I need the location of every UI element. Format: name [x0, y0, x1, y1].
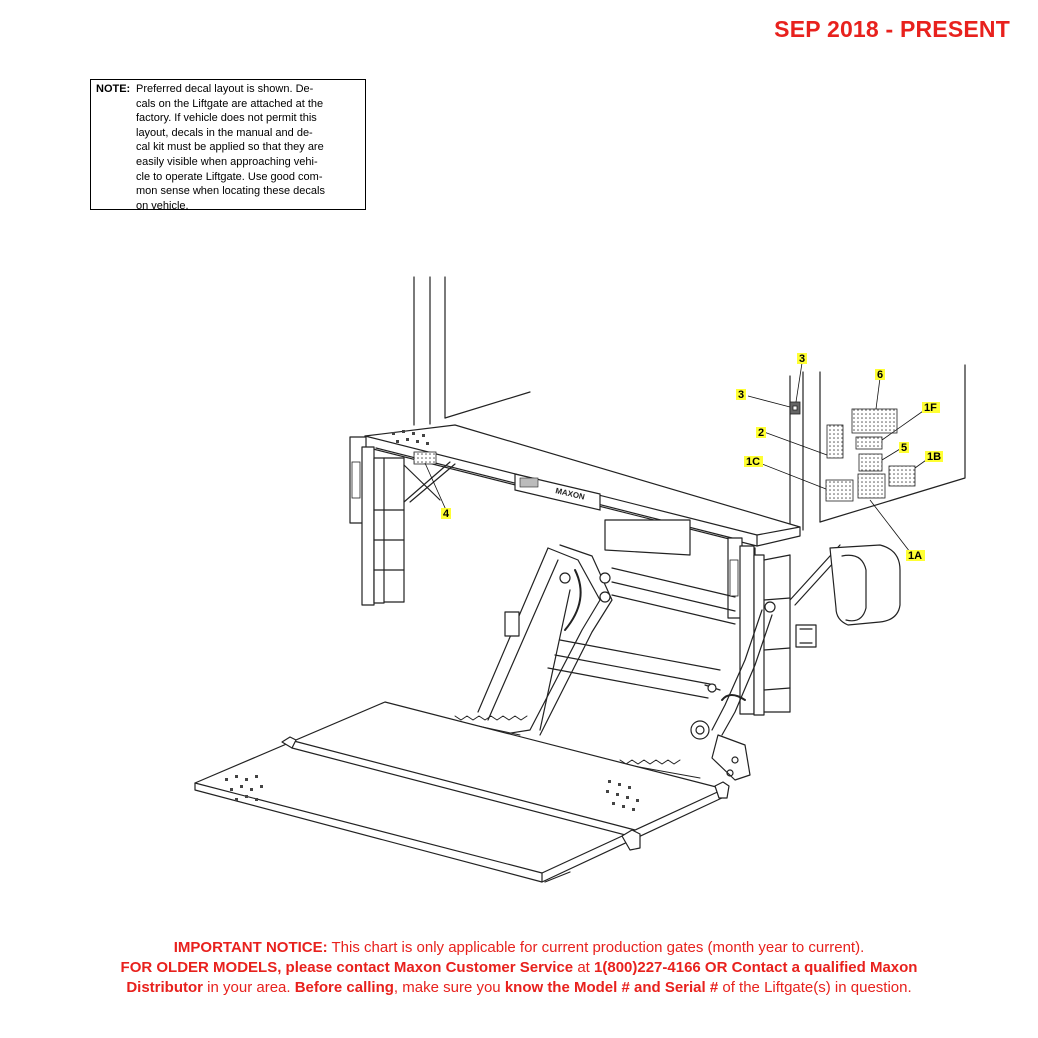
- notice-model-serial: know the Model # and Serial #: [504, 979, 719, 996]
- notice-text: This chart is only applicable for curren…: [327, 939, 865, 956]
- callout-label: 5: [901, 442, 907, 454]
- notice-phone: 1(800)227-4166 OR Contact a qualified Ma…: [594, 959, 918, 976]
- callout-3-left: 3: [736, 389, 746, 401]
- note-box: NOTE: Preferred decal layout is shown. D…: [90, 79, 366, 212]
- notice-text: of the Liftgate(s) in question.: [718, 979, 912, 996]
- notice-line-3: Distributor in your area. Before calling…: [40, 978, 998, 998]
- callout-label: 1C: [746, 456, 760, 468]
- platform-traction-pattern: [225, 430, 639, 811]
- decal-2: [826, 424, 844, 459]
- callout-5: 5: [899, 442, 909, 454]
- callout-4: 4: [441, 508, 451, 520]
- notice-heading: IMPORTANT NOTICE:: [173, 939, 328, 956]
- notice-distributor: Distributor: [126, 979, 203, 996]
- right-lift-arm: [690, 601, 776, 781]
- notice-text: , make sure you: [393, 979, 505, 996]
- notice-before-calling: Before calling: [294, 979, 394, 996]
- notice-text: in your area.: [203, 979, 295, 996]
- standard-decal-plates: [351, 461, 739, 597]
- callout-1b: 1B: [925, 451, 943, 463]
- callout-label: 1F: [924, 402, 937, 414]
- callout-label: 1A: [908, 550, 922, 562]
- vehicle-body-left: [413, 276, 531, 426]
- note-line: Preferred decal layout is shown. De-: [136, 83, 314, 95]
- callout-1a: 1A: [906, 550, 925, 562]
- callout-label: 1B: [927, 451, 941, 463]
- decal-1b: [888, 465, 916, 487]
- callout-label: 3: [738, 389, 744, 401]
- notice-older-models: FOR OLDER MODELS, please contact Maxon C…: [120, 959, 574, 976]
- callout-label: 6: [877, 369, 883, 381]
- note-line: cal kit must be applied so that they are: [136, 141, 324, 154]
- note-line: factory. If vehicle does not permit this: [136, 112, 317, 125]
- left-lift-arm: [477, 544, 613, 736]
- maxon-brand-plate: MAXON: [514, 473, 601, 511]
- callout-label: 4: [443, 508, 450, 520]
- callouts: 3 3 6 1F 2 5 1: [441, 353, 943, 562]
- decal-4: [413, 451, 437, 465]
- date-range-heading: SEP 2018 - PRESENT: [774, 16, 1010, 42]
- note-line: layout, decals in the manual and de-: [136, 126, 313, 139]
- decal-1f: [855, 436, 883, 450]
- decal-1c: [825, 479, 854, 502]
- callout-label: 2: [758, 427, 764, 439]
- decals: [413, 408, 916, 502]
- callout-1f: 1F: [922, 402, 940, 414]
- liftgate-platform: [194, 701, 730, 883]
- decal-5: [858, 453, 883, 472]
- notice-line-2: FOR OLDER MODELS, please contact Maxon C…: [40, 958, 998, 978]
- decal-6: [851, 408, 898, 434]
- notice-text: at: [573, 959, 595, 976]
- callout-2: 2: [756, 427, 766, 439]
- callout-1c: 1C: [744, 456, 763, 468]
- note-line: on vehicle.: [136, 199, 189, 212]
- pump-box: [795, 544, 901, 648]
- note-line: cle to operate Liftgate. Use good com-: [136, 170, 323, 183]
- callout-3-top: 3: [797, 353, 807, 365]
- callout-label: 3: [799, 353, 805, 365]
- lift-frame: [547, 519, 736, 699]
- note-line: easily visible when approaching vehi-: [136, 155, 318, 168]
- vehicle-body-right: [789, 364, 966, 531]
- note-text: Preferred decal layout is shown. De- cal…: [136, 82, 361, 212]
- decal-3: [789, 401, 801, 415]
- left-standard: [349, 436, 456, 606]
- note-line: cals on the Liftgate are attached at the: [136, 97, 324, 110]
- important-notice: IMPORTANT NOTICE: This chart is only app…: [40, 938, 998, 998]
- decal-1a: [857, 473, 886, 499]
- leader-lines: [424, 362, 930, 553]
- notice-line-1: IMPORTANT NOTICE: This chart is only app…: [40, 938, 998, 958]
- note-label: NOTE:: [96, 83, 131, 95]
- note-line: mon sense when locating these decals: [136, 185, 325, 198]
- callout-6: 6: [875, 369, 885, 381]
